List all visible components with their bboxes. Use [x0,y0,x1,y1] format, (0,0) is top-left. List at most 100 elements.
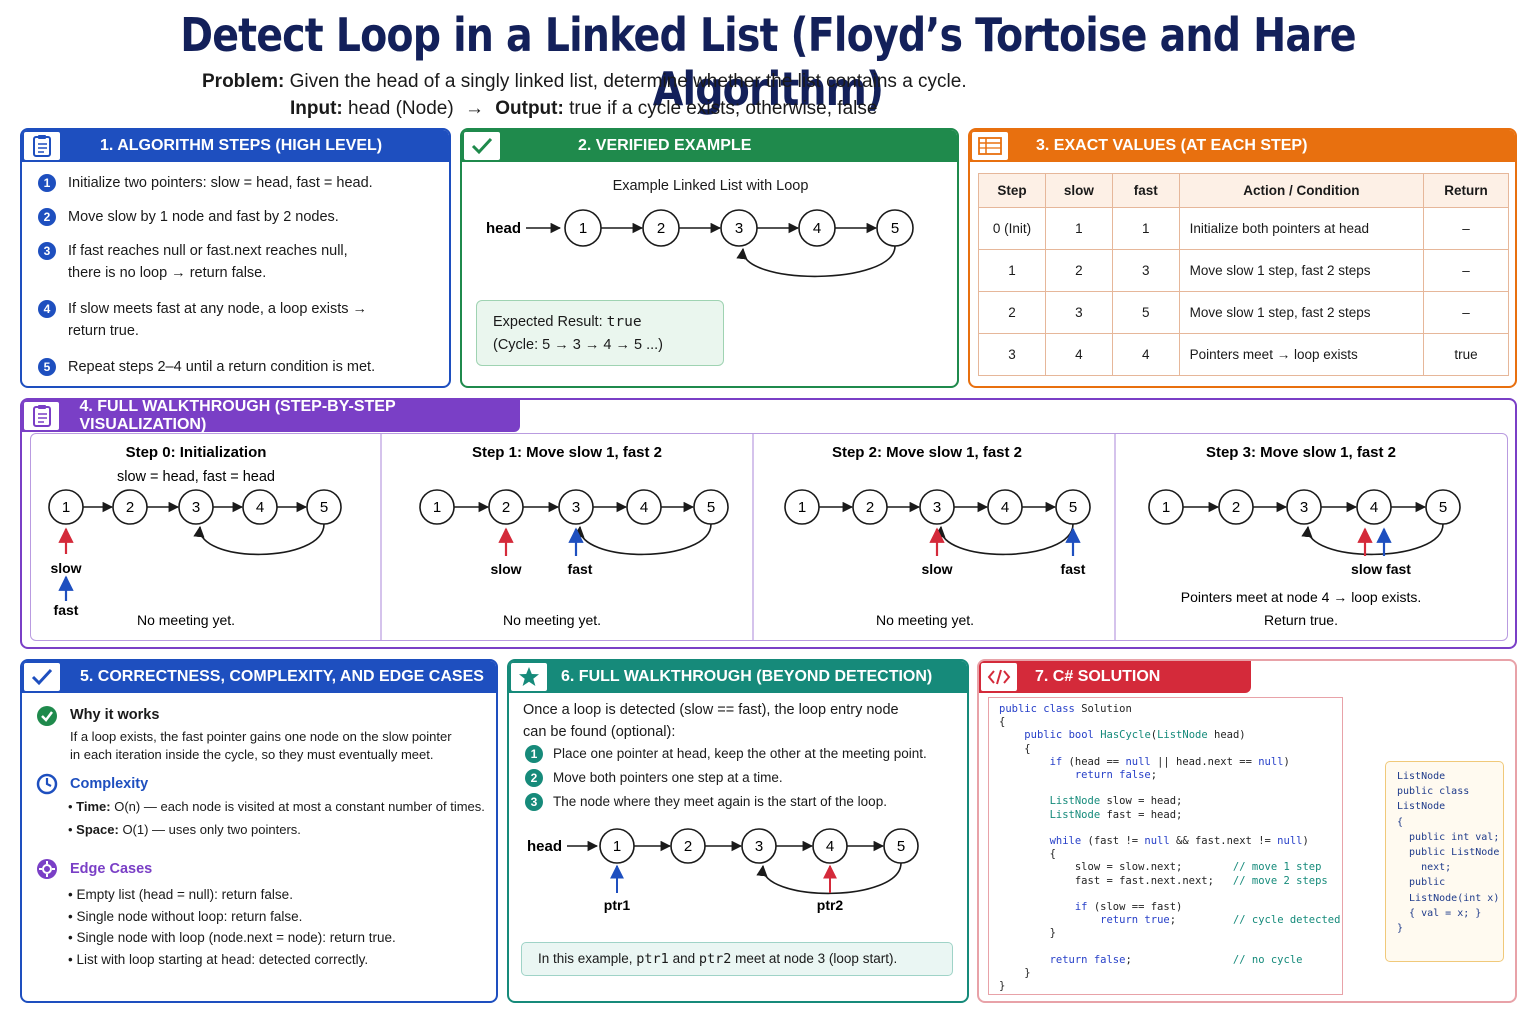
time-label: Time: [76,799,111,814]
verified-example-header: 2. VERIFIED EXAMPLE [462,130,957,162]
full-walkthrough-title: 4. FULL WALKTHROUGH (STEP-BY-STEP VISUAL… [79,398,396,433]
step3-node-label-1: 1 [1162,499,1170,516]
beyond-detection-title: 6. FULL WALKTHROUGH (BEYOND DETECTION) [561,668,933,685]
algorithm-steps-title: 1. ALGORITHM STEPS (HIGH LEVEL) [100,137,383,154]
why-text: If a loop exists, the fast pointer gains… [70,728,452,764]
step-number-badge: 3 [38,242,56,260]
table-header-cell: Return [1423,173,1509,208]
loop-entry-note: In this example, ptr1 and ptr2 meet at n… [521,942,953,976]
step-number-badge: 5 [38,358,56,376]
problem-label: Problem: [202,71,285,92]
step1-node-label-3: 3 [572,499,580,516]
step1-loop-edge [573,523,712,556]
why-line-1: If a loop exists, the fast pointer gains… [70,729,452,744]
step0-title: Step 0: Initialization [126,444,267,461]
step1-title: Step 1: Move slow 1, fast 2 [472,444,662,461]
table-cell: Move slow 1 step, fast 2 steps [1178,291,1425,334]
check-icon [22,661,62,693]
step-text: If slow meets fast at any node, a loop e… [68,301,368,339]
table-cell: 3 [1044,291,1113,334]
step2-title: Step 2: Move slow 1, fast 2 [832,444,1022,461]
gear-icon [37,859,57,879]
step0-slow-label: slow [50,560,81,576]
intro-line-2: can be found (optional): [523,724,676,740]
step1-fast-label: fast [568,561,593,577]
algorithm-steps-header: 1. ALGORITHM STEPS (HIGH LEVEL) [22,130,449,162]
step1-node-label-5: 5 [707,499,715,516]
entry-step-text: Place one pointer at head, keep the othe… [553,746,927,761]
star-icon [509,661,549,693]
table-cell: Pointers meet → loop exists [1178,333,1425,376]
full-walkthrough-panel: 4. FULL WALKTHROUGH (STEP-BY-STEP VISUAL… [20,398,1517,649]
table-cell: Initialize both pointers at head [1178,207,1425,250]
step-text: If fast reaches null or fast.next reache… [68,243,348,281]
ptr2-label: ptr2 [817,897,844,913]
io-arrow: → [464,98,484,119]
beyond-node-label-2: 2 [684,838,692,855]
step3-node-label-4: 4 [1370,499,1378,516]
step3-note-2: Return true. [1264,612,1338,628]
expected-result-value: true [606,314,642,330]
check-icon [462,130,502,162]
step3-node-label-3: 3 [1300,499,1308,516]
space-label: Space: [76,822,119,837]
table-cell: – [1423,291,1509,334]
output-label: Output: [495,98,564,119]
table-cell: 3 [1111,249,1180,292]
clipboard-icon [22,400,62,432]
correctness-panel: 5. CORRECTNESS, COMPLEXITY, AND EDGE CAS… [20,659,498,1003]
table-header-cell: Step [978,173,1046,208]
step3-node-label-5: 5 [1439,499,1447,516]
edge-cases-title: Edge Cases [70,861,153,877]
step2-node-label-5: 5 [1069,499,1077,516]
clock-icon [36,773,58,795]
beyond-node-label-5: 5 [897,838,905,855]
step2-node-label-3: 3 [933,499,941,516]
cycle-description: (Cycle: 5 → 3 → 4 → 5 ...) [493,337,664,353]
time-complexity: • Time: O(n) — each node is visited at m… [68,799,485,814]
table-cell: Move slow 1 step, fast 2 steps [1178,249,1425,292]
expected-result-box: Expected Result: true (Cycle: 5 → 3 → 4 … [476,300,724,366]
listnode-box [1385,761,1504,962]
note-text-c: meet at node 3 (loop start). [731,951,898,966]
space-complexity: • Space: O(1) — uses only two pointers. [68,822,301,837]
step2-slow-label: slow [921,561,952,577]
table-cell: 2 [1044,249,1113,292]
space-value: O(1) — uses only two pointers. [122,822,301,837]
step0-note: No meeting yet. [137,612,235,628]
step-text: Initialize two pointers: slow = head, fa… [68,175,373,191]
algorithm-step-3: 3 If fast reaches null or fast.next reach… [38,240,348,284]
step3-pointer-label: slow fast [1351,561,1411,577]
step-text: Move slow by 1 node and fast by 2 nodes. [68,209,339,225]
expected-result-label: Expected Result: [493,314,607,330]
intro-line-1: Once a loop is detected (slow == fast), … [523,702,899,718]
step2-fast-label: fast [1061,561,1086,577]
step2-node-label-4: 4 [1001,499,1009,516]
input-label: Input: [290,98,343,119]
beyond-loop-edge [756,862,902,895]
table-cell: 2 [978,291,1046,334]
csharp-solution-title: 7. C# SOLUTION [1035,668,1161,685]
step1-node-label-2: 2 [502,499,510,516]
step0-node-label-2: 2 [126,499,134,516]
step0-node-label-4: 4 [256,499,264,516]
csharp-solution-header: 7. C# SOLUTION [979,661,1251,693]
step3-node-label-2: 2 [1232,499,1240,516]
verified-example-title: 2. VERIFIED EXAMPLE [578,137,752,154]
output-text: true if a cycle exists; otherwise, false [569,98,878,119]
csharp-solution-panel: 7. C# SOLUTION public class Solution { p… [977,659,1517,1003]
beyond-node-label-4: 4 [826,838,834,855]
step0-node-label-1: 1 [62,499,70,516]
entry-step-text: Move both pointers one step at a time. [553,770,783,785]
table-cell: 5 [1111,291,1180,334]
step-number-badge: 3 [525,793,543,811]
listnode-code: ListNode public class ListNode { public … [1397,771,1500,935]
example-head-label: head [486,220,521,237]
table-cell: – [1423,207,1509,250]
step2-loop-edge [934,523,1074,556]
